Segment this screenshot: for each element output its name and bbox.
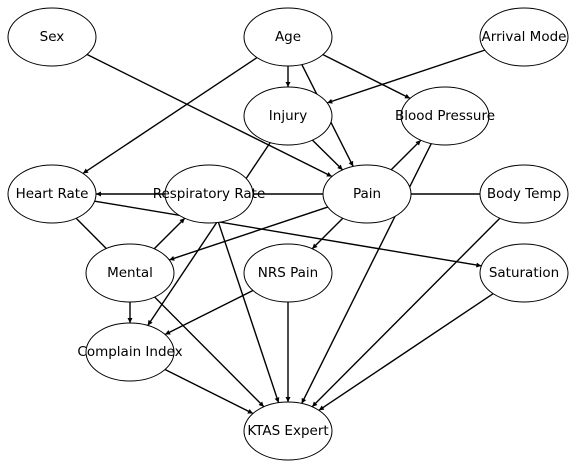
node-rr-label: Respiratory Rate bbox=[153, 186, 266, 202]
node-hr-label: Heart Rate bbox=[16, 186, 89, 202]
node-arrival: Arrival Mode bbox=[479, 7, 569, 67]
node-age-ellipse bbox=[243, 7, 333, 67]
node-ktas-ellipse bbox=[243, 401, 333, 461]
edges-layer bbox=[75, 49, 501, 415]
node-sat-label: Saturation bbox=[489, 265, 559, 281]
node-bt-ellipse bbox=[479, 164, 569, 224]
node-hr: Heart Rate bbox=[7, 164, 97, 224]
node-injury: Injury bbox=[243, 86, 333, 146]
node-age-label: Age bbox=[275, 29, 301, 45]
edge-rr-to-ktas bbox=[217, 222, 280, 403]
node-mental-ellipse bbox=[85, 243, 175, 303]
node-ktas: KTAS Expert bbox=[243, 401, 333, 461]
node-pain: Pain bbox=[322, 164, 412, 224]
node-ci-label: Complain Index bbox=[77, 344, 182, 360]
edge-pain-to-bp bbox=[390, 139, 422, 171]
node-ci: Complain Index bbox=[77, 322, 183, 382]
edge-nrs-to-ci bbox=[164, 289, 254, 336]
edge-bt-to-ktas bbox=[311, 217, 501, 408]
node-mental: Mental bbox=[85, 243, 175, 303]
node-ci-ellipse bbox=[85, 322, 175, 382]
node-arrival-label: Arrival Mode bbox=[482, 29, 567, 45]
node-sat: Saturation bbox=[479, 243, 569, 303]
node-pain-ellipse bbox=[322, 164, 412, 224]
node-bt-label: Body Temp bbox=[487, 186, 561, 202]
node-bp: Blood Pressure bbox=[395, 86, 495, 146]
node-sat-ellipse bbox=[479, 243, 569, 303]
node-bp-label: Blood Pressure bbox=[395, 108, 495, 124]
edge-age-to-bp bbox=[322, 53, 411, 100]
edge-hr-to-sat bbox=[94, 200, 482, 268]
edge-injury-to-pain bbox=[311, 139, 344, 171]
node-mental-label: Mental bbox=[107, 265, 153, 281]
node-ktas-label: KTAS Expert bbox=[247, 423, 328, 439]
edge-arrival-to-injury bbox=[327, 49, 485, 104]
node-hr-ellipse bbox=[7, 164, 97, 224]
node-rr: Respiratory Rate bbox=[153, 164, 266, 224]
node-sex-label: Sex bbox=[40, 29, 65, 45]
edge-pain-to-mental bbox=[169, 206, 328, 261]
node-injury-label: Injury bbox=[269, 108, 307, 124]
edge-sat-to-ktas bbox=[318, 293, 494, 411]
edge-injury-to-ci bbox=[147, 142, 271, 326]
node-nrs: NRS Pain bbox=[243, 243, 333, 303]
edge-age-to-hr bbox=[82, 57, 258, 174]
edge-ci-to-ktas bbox=[164, 368, 254, 415]
edge-sex-to-pain bbox=[86, 53, 333, 178]
node-arrival-ellipse bbox=[479, 7, 569, 67]
node-nrs-ellipse bbox=[243, 243, 333, 303]
node-nrs-label: NRS Pain bbox=[258, 265, 318, 281]
node-bp-ellipse bbox=[400, 86, 490, 146]
node-pain-label: Pain bbox=[353, 186, 381, 202]
node-sex-ellipse bbox=[7, 7, 97, 67]
node-sex: Sex bbox=[7, 7, 97, 67]
edge-pain-to-nrs bbox=[311, 217, 344, 250]
node-injury-ellipse bbox=[243, 86, 333, 146]
edge-hr-to-ktas bbox=[75, 217, 265, 408]
node-bt: Body Temp bbox=[479, 164, 569, 224]
edge-mental-to-rr bbox=[153, 217, 186, 250]
node-rr-ellipse bbox=[164, 164, 254, 224]
node-age: Age bbox=[243, 7, 333, 67]
